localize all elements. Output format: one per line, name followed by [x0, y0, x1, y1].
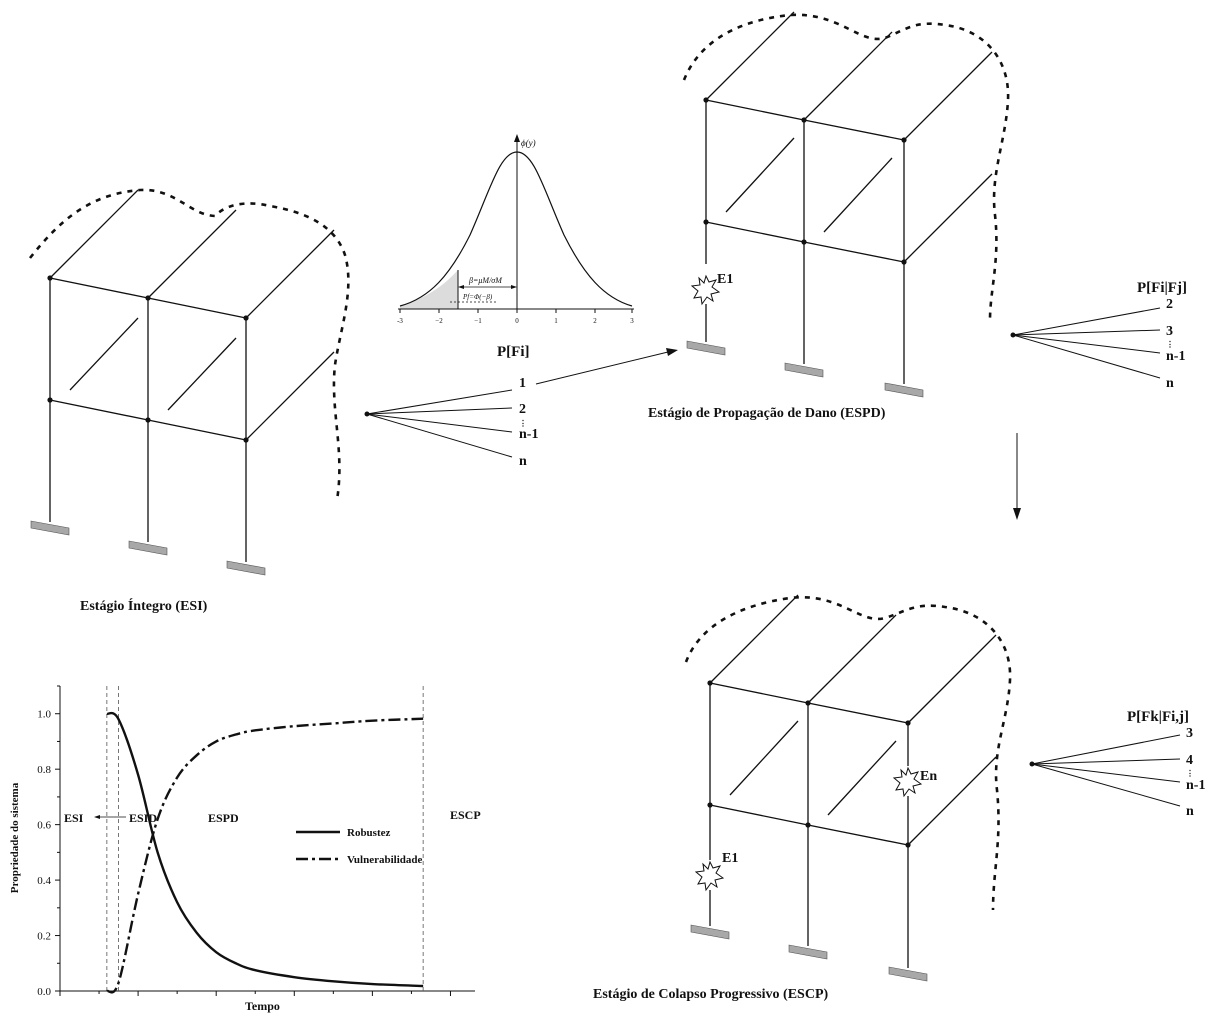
tree-fi-item-2: 2: [519, 402, 526, 417]
normal-tick: 3: [630, 317, 634, 325]
transition-arrow-2: [1013, 433, 1021, 520]
e1-label-bottom: E1: [722, 851, 738, 866]
y-axis-title: Propriedade do sistema: [9, 782, 21, 893]
pf-label: Pf=Φ(−β): [462, 293, 493, 301]
load-envelope: [684, 595, 1012, 911]
tree-fifj-item: n: [1166, 376, 1174, 391]
y-axis-ticks: 0.0 0.2 0.4 0.6 0.8 1.0: [37, 685, 60, 998]
esi-pointer-arrow: [94, 815, 126, 819]
tree-fkfij-ellipsis: ⋮: [1186, 769, 1194, 778]
normal-tick: −1: [474, 317, 482, 325]
e1-label-top: E1: [717, 272, 733, 287]
normal-tick: 1: [554, 317, 558, 325]
normal-tick: 0: [515, 317, 519, 325]
tree-fkfij-item: n-1: [1186, 778, 1205, 793]
stage-divider-lines: [106, 686, 424, 991]
legend-vulnerabilidade: Vulnerabilidade: [347, 854, 423, 866]
y-tick-label: 0.0: [37, 986, 51, 998]
explosion-icon: [892, 766, 923, 798]
failure-probability-area: [400, 270, 458, 309]
esi-stage-label: Estágio Íntegro (ESI): [80, 597, 208, 614]
tree-fi-item-1: 1: [519, 376, 526, 391]
normal-distribution-plot: ϕ(y) β=μM/σM Pf=Φ(−β) -3 −2 −1 0 1 2 3: [397, 134, 634, 325]
y-tick-label: 0.2: [37, 931, 51, 943]
frame-intact: [28, 188, 350, 576]
normal-curve: [399, 151, 633, 307]
espd-stage-label: Estágio de Propagação de Dano (ESPD): [648, 406, 886, 421]
en-label: En: [920, 769, 937, 784]
beta-arrow: [458, 285, 517, 289]
robustez-series-line: [106, 711, 424, 988]
frame-progressive-collapse: [684, 594, 1012, 982]
y-tick-label: 0.4: [37, 875, 51, 887]
y-tick-label: 1.0: [37, 709, 51, 721]
stage-label-esid: ESID: [129, 811, 157, 825]
tree-fi-title: P[Fi]: [497, 344, 529, 360]
normal-tick: 2: [593, 317, 597, 325]
y-tick-label: 0.6: [37, 820, 51, 832]
support-markers: [686, 340, 924, 398]
tree-fifj-item: 3: [1166, 324, 1173, 339]
probability-tree-fi-fj: [1010, 307, 1161, 379]
beta-label: β=μM/σM: [468, 276, 503, 285]
x-axis-title: Tempo: [245, 999, 280, 1013]
stage-label-esi: ESI: [64, 811, 84, 825]
tree-fkfij-item: 4: [1186, 753, 1193, 768]
robustness-vulnerability-chart: 0.0 0.2 0.4 0.6 0.8 1.0 ESI ESID ESPD ESCP Ro…: [9, 685, 481, 1013]
tree-fi-ellipsis: ⋮: [519, 419, 527, 428]
chart-legend: Robustez Vulnerabilidade: [296, 827, 423, 866]
vulnerabilidade-series-line: [106, 717, 424, 994]
tree-fifj-item: 2: [1166, 297, 1173, 312]
load-envelope: [28, 188, 350, 501]
normal-tick: -3: [397, 317, 403, 325]
stage-label-escp: ESCP: [450, 808, 481, 822]
tree-fifj-item: n-1: [1166, 349, 1185, 364]
tree-fkfij-title: P[Fk|Fi,j]: [1127, 709, 1189, 725]
probability-tree-fi: [364, 389, 513, 458]
tree-fi-item-n: n: [519, 454, 527, 469]
tree-fkfij-item: 3: [1186, 726, 1193, 741]
explosion-icon: [690, 274, 721, 306]
tree-fifj-ellipsis: ⋮: [1166, 340, 1174, 349]
stage-label-espd: ESPD: [208, 811, 239, 825]
y-tick-label: 0.8: [37, 764, 51, 776]
tree-fi-item-n1: n-1: [519, 427, 538, 442]
escp-stage-label: Estágio de Colapso Progressivo (ESCP): [593, 987, 828, 1002]
support-markers: [690, 924, 928, 982]
frame-damage-propagation: [682, 11, 1010, 398]
probability-tree-fk-fij: [1029, 734, 1181, 807]
phi-axis-label: ϕ(y): [521, 138, 536, 148]
normal-tick: −2: [435, 317, 443, 325]
tree-fkfij-item: n: [1186, 804, 1194, 819]
tree-fifj-title: P[Fi|Fj]: [1137, 280, 1187, 296]
load-envelope: [682, 13, 1010, 321]
transition-arrow-1: [535, 348, 678, 385]
support-markers: [30, 520, 266, 576]
x-axis-ticks: [59, 991, 451, 996]
explosion-icon: [694, 860, 725, 892]
legend-robustez: Robustez: [347, 827, 391, 839]
